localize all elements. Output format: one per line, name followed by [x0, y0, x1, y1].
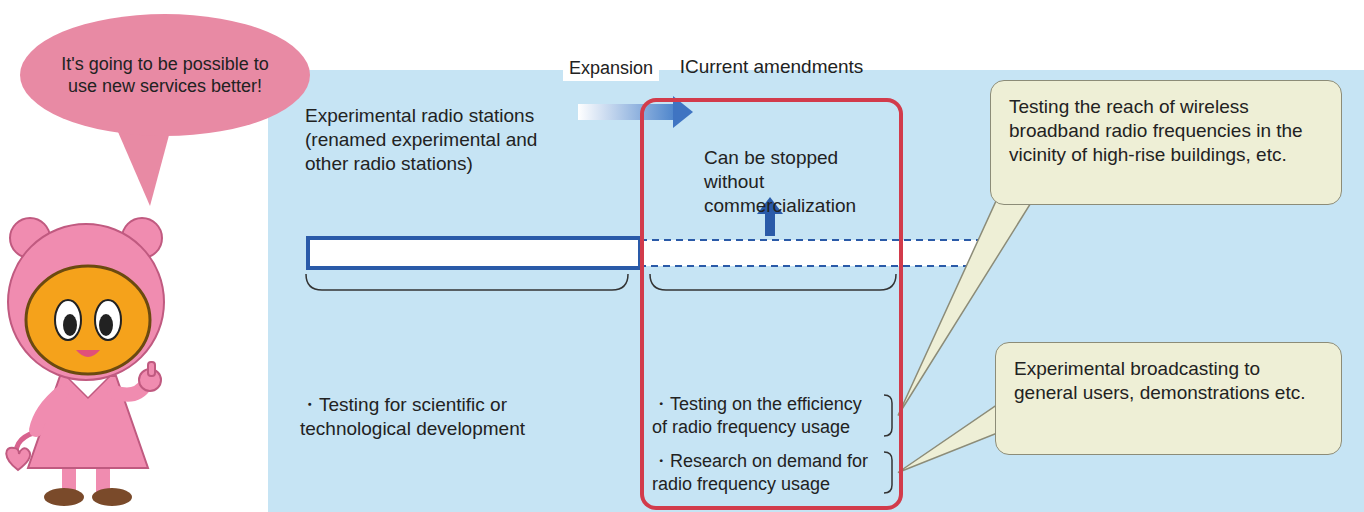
future-bar	[640, 240, 978, 266]
callout-text: Testing the reach of wireless broadband …	[1009, 95, 1327, 166]
bullet-text: ・Testing for scientific or technological…	[300, 393, 600, 441]
amendment-box: ICurrent amendmentsCan be stopped withou…	[640, 98, 903, 510]
bullet-text: ・Research on demand for radio frequency …	[652, 450, 880, 495]
bracket	[650, 274, 896, 290]
expansion-arrowhead	[673, 96, 693, 128]
expansion-arrow	[578, 104, 674, 120]
callout-box: Experimental broadcasting to general use…	[995, 342, 1342, 455]
bracket	[884, 395, 892, 436]
note-text: Can be stopped without commercialization	[704, 146, 894, 217]
callout-box: Testing the reach of wireless broadband …	[990, 80, 1342, 205]
background-panel: Experimental radio stations (renamed exp…	[268, 70, 1364, 512]
bracket	[306, 274, 628, 290]
callout-tail	[898, 396, 1010, 473]
up-arrow	[765, 212, 775, 236]
expansion-label: Expansion	[563, 56, 659, 81]
bullet-text: ・Testing on the efficiency of radio freq…	[652, 393, 880, 438]
station-name: Experimental radio stations (renamed exp…	[305, 104, 567, 175]
current-bar	[308, 238, 640, 268]
callout-text: Experimental broadcasting to general use…	[1014, 357, 1327, 405]
mascot	[6, 218, 164, 506]
bubble-outline	[20, 14, 310, 136]
bracket	[884, 452, 892, 493]
speech-text: It's going to be possible to use new ser…	[58, 53, 272, 98]
box-heading: ICurrent amendments	[620, 55, 923, 79]
speech-bubble: It's going to be possible to use new ser…	[20, 14, 310, 136]
